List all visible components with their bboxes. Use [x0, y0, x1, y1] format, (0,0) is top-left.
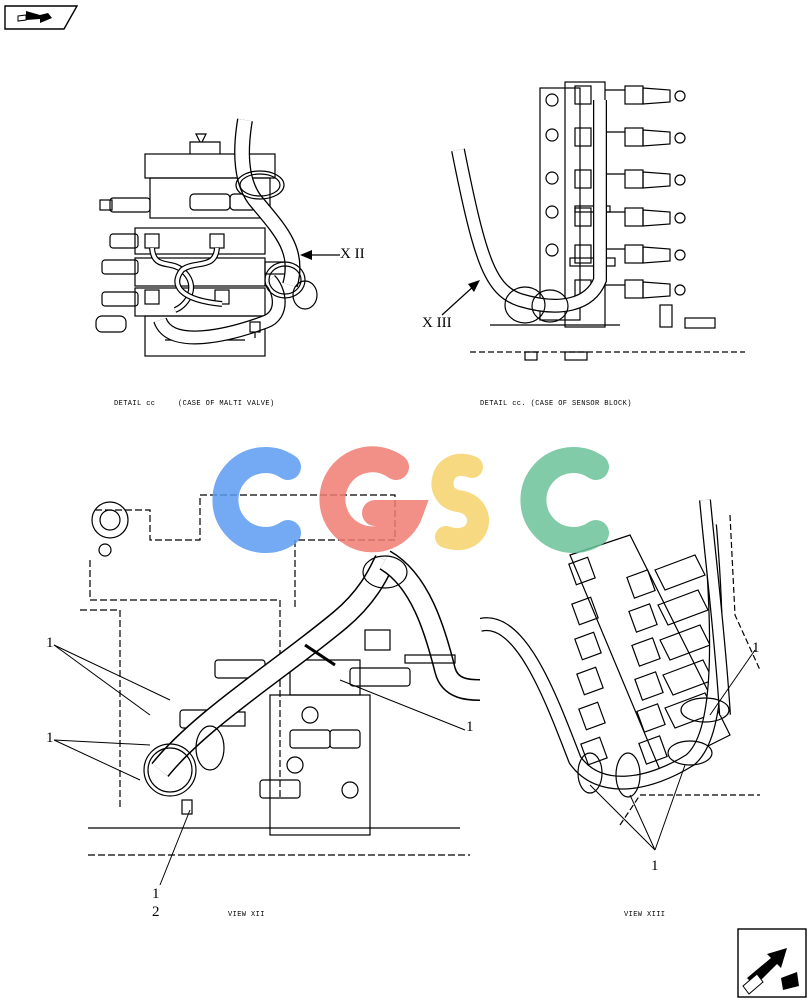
- view-xii-callout-1a: 1: [46, 635, 54, 651]
- view-xii-pointer-label: X II: [340, 246, 365, 262]
- watermark-letter-s: [431, 454, 489, 550]
- detail-cc-sensor-block-drawing: [441, 81, 745, 361]
- view-xii-drawing: [53, 494, 480, 886]
- view-xii-callout-1b: 1: [46, 730, 54, 746]
- detail-cc-sensor-caption: DETAIL cc. (CASE OF SENSOR BLOCK): [480, 400, 632, 408]
- watermark-letter-g: [319, 446, 429, 553]
- watermark-letter-c1: [212, 447, 301, 553]
- detail-cc-multi-caption-a: DETAIL cc: [114, 400, 156, 408]
- view-xii-callout-1d: 1: [152, 886, 160, 902]
- next-page-arrow-icon[interactable]: [737, 928, 807, 998]
- view-xii-callout-1c: 1: [466, 719, 474, 735]
- view-xii-callout-2: 2: [152, 904, 160, 920]
- detail-cc-multi-valve-drawing: [95, 118, 340, 357]
- detail-cc-multi-caption-b: (CASE OF MALTI VALVE): [178, 400, 275, 408]
- view-xiii-pointer-label: X III: [422, 315, 452, 331]
- view-xiii-caption: VIEW XIII: [624, 911, 666, 919]
- cgsc-watermark-logo: [212, 446, 609, 553]
- view-xiii-callout-1b: 1: [651, 858, 659, 874]
- watermark-letter-c2: [520, 447, 609, 553]
- view-xii-caption: VIEW XII: [228, 911, 265, 919]
- previous-page-arrow-icon[interactable]: [4, 4, 78, 30]
- view-xiii-drawing: [480, 499, 761, 851]
- view-xiii-callout-1a: 1: [752, 640, 760, 656]
